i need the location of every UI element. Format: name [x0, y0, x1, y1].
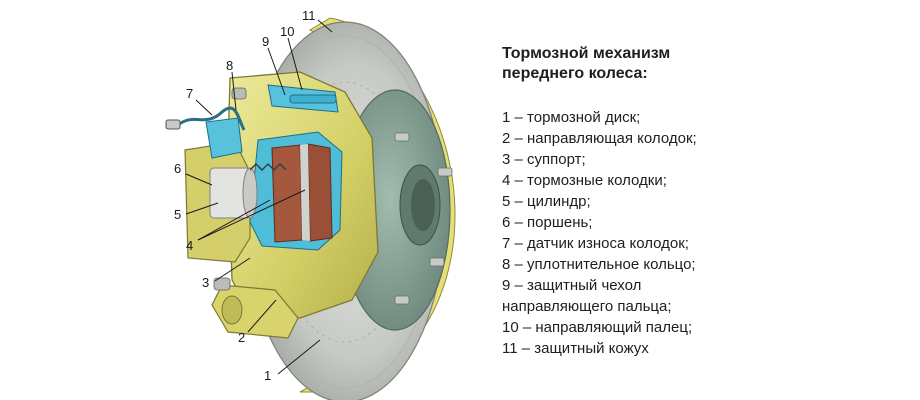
seal-ring	[205, 117, 243, 159]
legend-title-line-2: переднего колеса:	[502, 65, 648, 82]
legend-item-3: 3 – суппорт;	[502, 151, 586, 168]
legend-item-6: 6 – поршень;	[502, 214, 593, 231]
legend-item-8: 8 – уплотнительное кольцо;	[502, 256, 696, 273]
legend-item-1: 1 – тормозной диск;	[502, 109, 641, 126]
legend-item-2: 2 – направляющая колодок;	[502, 130, 697, 147]
callout-1: 1	[264, 368, 271, 383]
callout-10: 10	[280, 24, 294, 39]
piston	[209, 167, 258, 219]
legend-item-7: 7 – датчик износа колодок;	[502, 235, 689, 252]
spring	[249, 163, 287, 171]
legend-title-line-1: Тормозной механизм	[502, 45, 671, 62]
legend-title: Тормозной механизм переднего колеса:	[502, 44, 912, 84]
callout-8: 8	[226, 58, 233, 73]
brake-pads	[271, 143, 333, 243]
callout-5: 5	[174, 207, 181, 222]
guide-pin	[289, 94, 337, 104]
legend-item-10: 10 – направляющий палец;	[502, 319, 693, 336]
wear-sensor	[165, 106, 246, 131]
legend-item-9: 9 – защитный чехол направляющего пальца;	[502, 277, 672, 315]
callout-3: 3	[202, 275, 209, 290]
callout-6: 6	[174, 161, 181, 176]
legend-list: 1 – тормозной диск; 2 – направляющая кол…	[502, 107, 912, 359]
legend-item-5: 5 – цилиндр;	[502, 193, 591, 210]
callout-4: 4	[186, 238, 193, 253]
callout-11: 11	[302, 8, 316, 23]
callout-2: 2	[238, 330, 245, 345]
brake-diagram: 1 2 3 4 5 6 7 8 9 10 11	[165, 8, 456, 400]
callout-9: 9	[262, 34, 269, 49]
legend: Тормозной механизм переднего колеса: 1 –…	[502, 44, 912, 359]
leader-lines	[185, 19, 333, 375]
legend-item-11: 11 – защитный кожух	[502, 340, 649, 357]
callout-7: 7	[186, 86, 193, 101]
legend-item-4: 4 – тормозные колодки;	[502, 172, 667, 189]
